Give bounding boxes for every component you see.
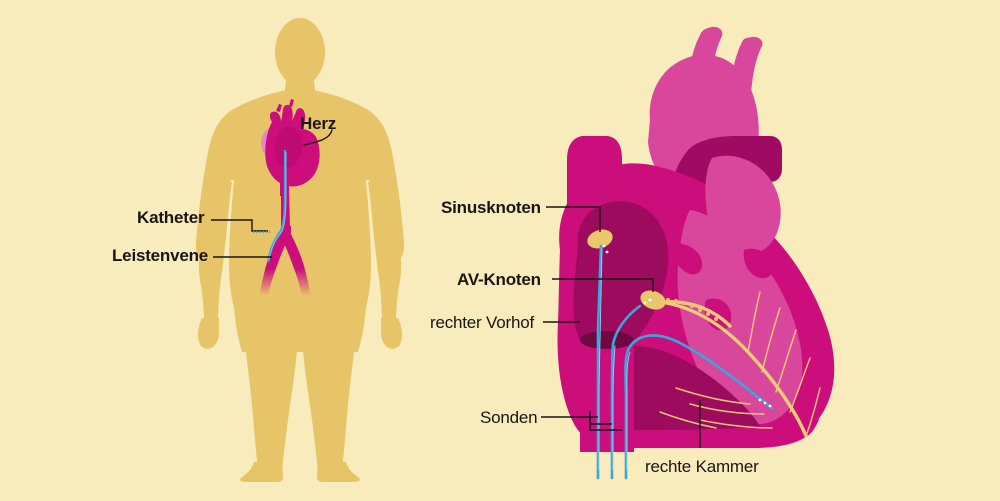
av-node-marker: [640, 290, 666, 310]
catheter-line: [266, 150, 287, 263]
label-rechter-vorhof: rechter Vorhof: [430, 313, 534, 332]
right-leader-lines: [541, 206, 701, 448]
pacemaker-leads: [596, 244, 774, 480]
label-herz: Herz: [300, 114, 337, 133]
label-katheter: Katheter: [137, 208, 205, 227]
label-rechte-kammer: rechte Kammer: [645, 457, 759, 476]
label-av-knoten: AV-Knoten: [457, 270, 541, 289]
label-sinusknoten: Sinusknoten: [441, 198, 541, 217]
catheter-line-highlight: [268, 152, 287, 261]
heart-in-body-icon: [261, 99, 320, 196]
lead-highlights: [598, 247, 631, 471]
label-sonden: Sonden: [480, 408, 538, 427]
av-bundle-dots: [666, 298, 718, 321]
purkinje-fibers: [659, 291, 821, 437]
label-leistenvene: Leistenvene: [112, 246, 209, 265]
left-leader-lines: [211, 129, 333, 258]
lead-tip-electrodes: [602, 244, 772, 408]
heart-cross-section-group: [557, 26, 835, 480]
sinus-node-marker: [587, 229, 613, 249]
body-silhouette-group: [195, 18, 405, 482]
